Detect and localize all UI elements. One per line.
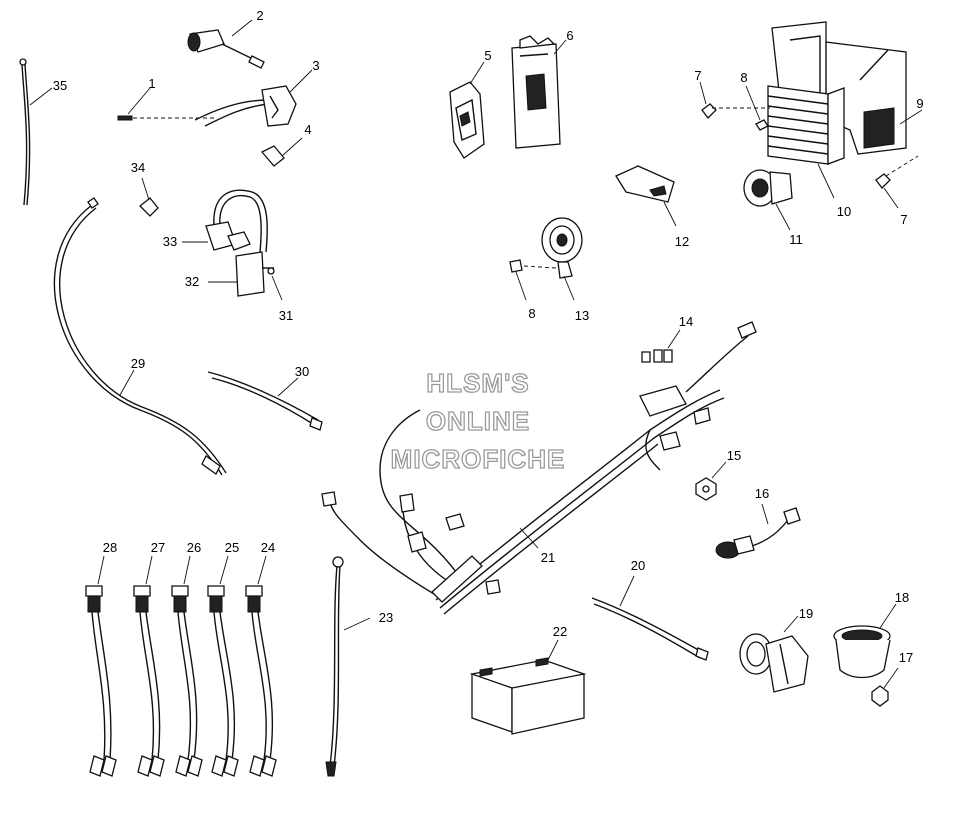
callout-27: 27	[151, 540, 165, 555]
part-power-socket	[743, 169, 793, 231]
part-nut-small	[871, 667, 899, 707]
callout-24: 24	[261, 540, 275, 555]
part-mounting-bracket	[771, 21, 923, 155]
callout-25: 25	[225, 540, 239, 555]
part-switch-harness	[715, 503, 801, 559]
part-screw	[699, 81, 919, 209]
part-indicator-housing	[833, 603, 897, 679]
callout-8a: 8	[740, 70, 747, 85]
part-horn	[523, 217, 583, 301]
callout-35: 35	[53, 78, 67, 93]
part-nut	[695, 461, 727, 501]
part-wire-lead-24	[245, 555, 277, 777]
callout-12: 12	[675, 234, 689, 249]
part-bolt	[509, 259, 527, 301]
part-fuse	[641, 329, 681, 363]
callout-34: 34	[131, 160, 145, 175]
callout-29: 29	[131, 356, 145, 371]
callout-7b: 7	[900, 212, 907, 227]
callout-22: 22	[553, 624, 567, 639]
part-bulb	[260, 137, 303, 167]
callout-13: 13	[575, 308, 589, 323]
callout-15: 15	[727, 448, 741, 463]
callout-21: 21	[541, 550, 555, 565]
part-speedometer-cable	[53, 197, 227, 476]
part-ignition-coil	[182, 189, 283, 301]
callout-1: 1	[148, 76, 155, 91]
callout-16: 16	[755, 486, 769, 501]
callout-20: 20	[631, 558, 645, 573]
callout-6: 6	[566, 28, 573, 43]
part-wire-lead-27	[133, 555, 165, 777]
part-ground-wire	[19, 58, 53, 206]
callout-33: 33	[163, 234, 177, 249]
part-battery-cable	[325, 556, 371, 777]
callout-3: 3	[312, 58, 319, 73]
part-relay-bracket	[511, 35, 567, 149]
callout-17: 17	[899, 650, 913, 665]
callout-9: 9	[916, 96, 923, 111]
callout-10: 10	[837, 204, 851, 219]
watermark-line-3: MICROFICHE	[391, 444, 566, 474]
part-wire-lead-26	[171, 555, 203, 777]
part-lamp-socket	[739, 615, 809, 693]
part-wire-lead-25	[207, 555, 239, 777]
callout-labels: 35 1 2 3 4 34 33 32 31 29 30 5 6 7 8 9 1…	[53, 8, 924, 665]
callout-23: 23	[379, 610, 393, 625]
callout-7a: 7	[694, 68, 701, 83]
callout-19: 19	[799, 606, 813, 621]
part-cover	[615, 165, 677, 227]
part-strap	[207, 371, 323, 431]
part-wire-tie	[117, 87, 215, 121]
callout-5: 5	[484, 48, 491, 63]
callout-11: 11	[789, 232, 803, 247]
part-ground-cable	[591, 575, 709, 661]
part-ignition-switch	[187, 19, 265, 69]
callout-30: 30	[295, 364, 309, 379]
part-wire-lead-28	[85, 555, 117, 777]
callout-32: 32	[185, 274, 199, 289]
callout-26: 26	[187, 540, 201, 555]
callout-8b: 8	[528, 306, 535, 321]
watermark-line-2: ONLINE	[426, 406, 530, 436]
part-battery	[469, 639, 587, 735]
part-clip	[139, 177, 159, 217]
part-relay	[449, 61, 485, 159]
callout-28: 28	[103, 540, 117, 555]
part-main-harness	[321, 321, 757, 615]
callout-31: 31	[279, 308, 293, 323]
callout-2: 2	[256, 8, 263, 23]
watermark-line-1: HLSM'S	[426, 368, 529, 398]
part-regulator-rectifier	[767, 85, 845, 199]
callout-14: 14	[679, 314, 693, 329]
callout-18: 18	[895, 590, 909, 605]
part-connector-harness	[194, 69, 313, 127]
callout-4: 4	[304, 122, 311, 137]
